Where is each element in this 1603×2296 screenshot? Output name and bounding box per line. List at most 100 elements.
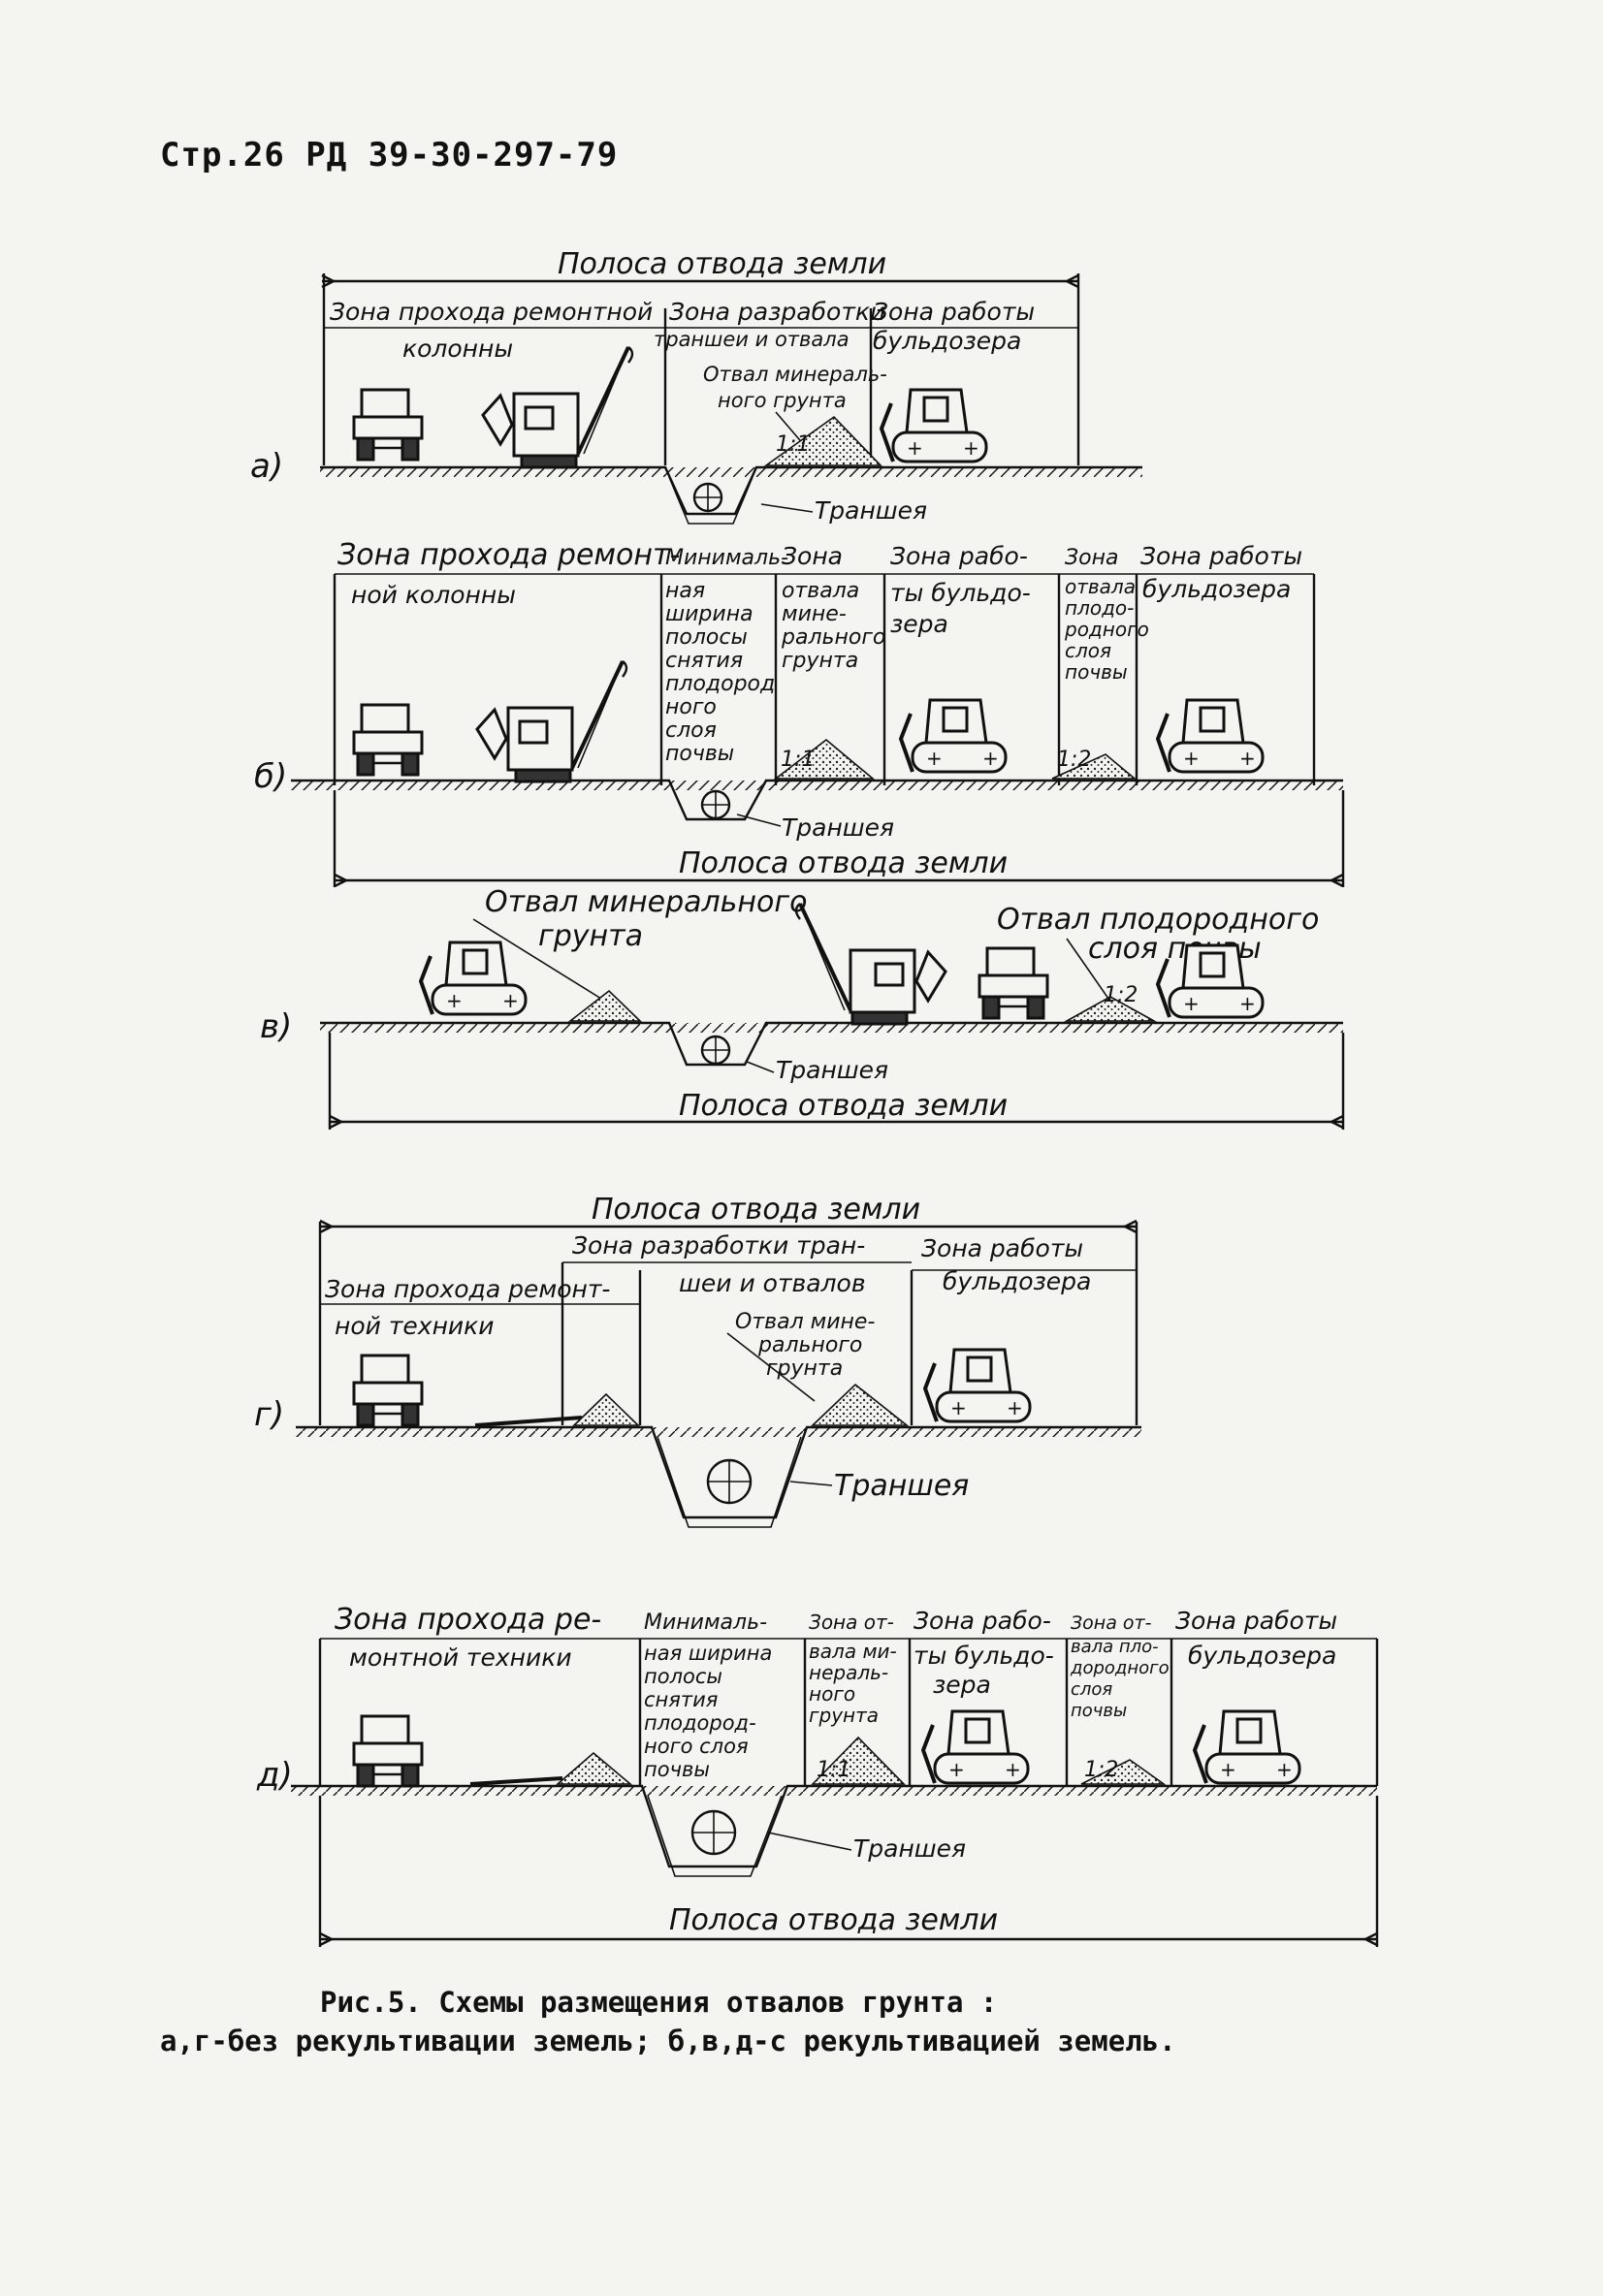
svg-text:почвы: почвы: [1071, 1701, 1127, 1721]
svg-text:снятия: снятия: [665, 649, 743, 673]
svg-text:вала ми-: вала ми-: [809, 1640, 897, 1663]
panel-b: Зона прохода ремонт- ной колонны Минимал…: [254, 538, 1345, 888]
strip-label: Полоса отвода земли: [679, 1089, 1008, 1123]
svg-text:нераль-: нераль-: [809, 1661, 888, 1684]
zone1-label: Зона прохода ремонт-: [337, 538, 680, 572]
svg-text:зера: зера: [890, 610, 948, 638]
slope-ratio: 1:2: [1104, 983, 1138, 1007]
zone2-label: шеи и отвалов: [679, 1269, 866, 1297]
svg-text:грунта: грунта: [782, 649, 858, 673]
spoil-mineral-label: Отвал минерального: [485, 885, 807, 919]
trench-label: Траншея: [815, 496, 927, 525]
zone5-label: Зона от- вала пло- дородного слоя почвы: [1070, 1612, 1170, 1721]
caption-legend: а,г-без рекультивации земель; б,в,д-с ре…: [160, 2025, 1176, 2057]
zone5-label: Зона отвала плодо- родного слоя почвы: [1064, 546, 1149, 684]
zone2-label: Зона разработки тран-: [572, 1231, 865, 1260]
zone1-label: монтной техники: [349, 1643, 572, 1672]
svg-text:родного: родного: [1064, 618, 1149, 641]
svg-text:слоя: слоя: [1071, 1679, 1112, 1700]
svg-text:дородного: дородного: [1070, 1658, 1170, 1678]
zone3-label: бульдозера: [943, 1267, 1091, 1295]
svg-text:отвала: отвала: [782, 579, 859, 603]
zone4-label: Зона рабо- ты бульдо- зера: [890, 542, 1031, 638]
svg-text:Зона работы: Зона работы: [1140, 542, 1302, 570]
slope-ratio: 1:1: [817, 1758, 850, 1782]
svg-text:ного слоя: ного слоя: [644, 1735, 749, 1758]
trench-label: Траншея: [782, 813, 894, 842]
zone3-label: бульдозера: [873, 327, 1021, 355]
svg-text:Минималь-: Минималь-: [665, 546, 788, 570]
panel-a: Полоса отвода земли Зона прохода ремонтн…: [250, 247, 1142, 525]
zone1-label: Зона прохода ре-: [335, 1603, 601, 1637]
svg-text:плодо-: плодо-: [1065, 596, 1134, 620]
svg-text:рального: рального: [781, 625, 885, 650]
caption-title: Рис.5. Схемы размещения отвалов грунта :: [320, 1986, 998, 2019]
slope-ratio: 1:1: [776, 432, 810, 457]
svg-text:Зона: Зона: [1065, 546, 1118, 570]
trench-label: Траншея: [776, 1056, 888, 1084]
strip-label: Полоса отвода земли: [669, 1903, 998, 1937]
svg-text:Зона рабо-: Зона рабо-: [890, 542, 1028, 570]
svg-text:полосы: полосы: [644, 1665, 722, 1688]
zone1-label: ной колонны: [351, 581, 516, 609]
svg-text:ширина: ширина: [665, 602, 753, 626]
svg-text:Зона: Зона: [782, 542, 843, 570]
svg-text:бульдозера: бульдозера: [1142, 575, 1291, 603]
svg-text:ты бульдо-: ты бульдо-: [914, 1642, 1054, 1670]
zone2-label: Минималь- ная ширина полосы снятия плодо…: [665, 546, 788, 766]
panel-letter: в): [260, 1007, 292, 1046]
svg-text:почвы: почвы: [1065, 660, 1128, 684]
svg-text:слоя: слоя: [1065, 639, 1111, 662]
spoil-label: ного грунта: [718, 389, 847, 412]
svg-text:Зона от-: Зона от-: [1071, 1612, 1152, 1634]
trench-label: Траншея: [834, 1469, 969, 1503]
svg-text:Минималь-: Минималь-: [644, 1610, 767, 1635]
svg-text:отвала: отвала: [1065, 575, 1136, 598]
slope-ratio: 1:2: [1057, 748, 1091, 772]
trench-label: Траншея: [853, 1834, 966, 1863]
panel-letter: д): [256, 1756, 293, 1795]
panel-d: Зона прохода ре- монтной техники Минимал…: [256, 1603, 1379, 1947]
strip-label: Полоса отвода земли: [679, 846, 1008, 880]
spoil-label: грунта: [766, 1356, 843, 1381]
zone2-label: Минималь- ная ширина полосы снятия плодо…: [644, 1610, 772, 1781]
svg-text:почвы: почвы: [665, 742, 734, 766]
zone2-label: Зона разработки: [669, 298, 885, 326]
panel-v: Отвал минерального грунта Отвал плодород…: [260, 885, 1345, 1130]
svg-text:снятия: снятия: [644, 1688, 718, 1711]
page-header: Стр.26 РД 39-30-297-79: [160, 136, 619, 175]
strip-label: Полоса отвода земли: [592, 1193, 920, 1227]
svg-text:ного: ного: [665, 695, 717, 719]
svg-text:ного: ного: [809, 1682, 855, 1706]
zone1-label: колонны: [402, 335, 513, 363]
figure-caption: Рис.5. Схемы размещения отвалов грунта :…: [160, 1983, 1367, 2060]
zone3-label: Зона отвала мине- рального грунта: [781, 542, 885, 673]
svg-text:Зона работы: Зона работы: [1175, 1607, 1337, 1635]
panel-g: Полоса отвода земли Зона разработки тран…: [254, 1193, 1141, 1528]
panel-letter: б): [254, 757, 287, 796]
zone4-label: Зона рабо- ты бульдо- зера: [914, 1607, 1054, 1699]
zone1-label: Зона прохода ремонтной: [330, 298, 653, 326]
svg-text:ная ширина: ная ширина: [644, 1642, 772, 1665]
svg-text:Зона от-: Зона от-: [809, 1610, 894, 1634]
zone2-label: траншеи и отвала: [654, 328, 850, 351]
zone6-label: Зона работы бульдозера: [1140, 542, 1302, 603]
svg-text:грунта: грунта: [809, 1704, 879, 1727]
svg-text:Зона рабо-: Зона рабо-: [914, 1607, 1051, 1635]
svg-text:полосы: полосы: [665, 625, 748, 650]
spoil-label: Отвал мине-: [735, 1310, 875, 1334]
slope-ratio: 1:1: [781, 748, 815, 772]
svg-text:плодород: плодород: [665, 672, 775, 696]
zone3-label: Зона работы: [873, 298, 1035, 326]
strip-label: Полоса отвода земли: [558, 247, 886, 281]
zone3-label: Зона от- вала ми- нераль- ного грунта: [809, 1610, 897, 1727]
svg-text:слоя: слоя: [665, 718, 717, 743]
slope-ratio: 1:2: [1084, 1758, 1118, 1782]
svg-text:мине-: мине-: [782, 602, 847, 626]
spoil-mineral-label: грунта: [538, 919, 643, 953]
panel-letter: г): [254, 1395, 284, 1434]
svg-text:ты бульдо-: ты бульдо-: [890, 579, 1031, 607]
zone3-label: Зона работы: [921, 1234, 1083, 1262]
spoil-label: Отвал минераль-: [703, 363, 887, 386]
